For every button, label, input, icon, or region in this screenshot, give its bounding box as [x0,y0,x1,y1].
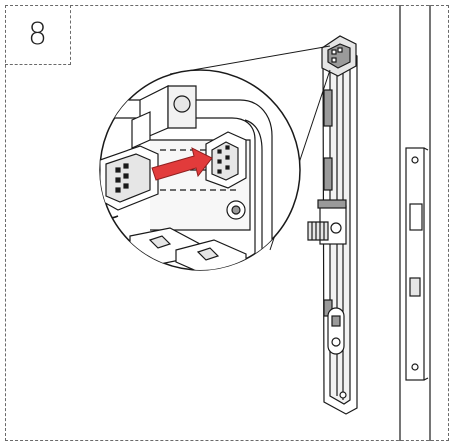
step-number: 8 [27,17,48,52]
door-edge [399,5,431,441]
instruction-frame [5,5,449,441]
top-connector [321,35,357,77]
lock-cylinder [327,307,345,355]
spindle-cam [307,199,347,245]
step-number-box: 8 [5,5,71,65]
strike-plate [405,147,429,381]
magnifier-detail [99,69,301,271]
red-insert-arrow-icon [151,147,213,181]
